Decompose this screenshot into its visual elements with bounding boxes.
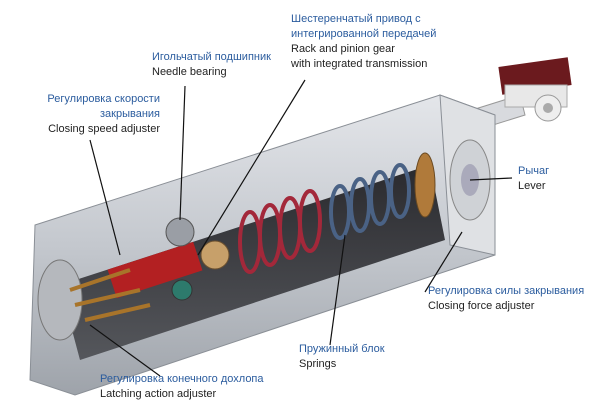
latching-ru: Регулировка конечного дохлопа xyxy=(100,373,264,385)
label-springs: Пружинный блок Springs xyxy=(299,342,385,372)
rack-pinion-en-2: with integrated transmission xyxy=(291,58,428,70)
rack-pinion-ru-2: интегрированной передачей xyxy=(291,28,437,40)
spring-block xyxy=(238,152,436,274)
closing-speed-ru-2: закрывания xyxy=(99,108,160,120)
closing-force-ru: Регулировка силы закрывания xyxy=(428,285,585,297)
adjuster-valves xyxy=(69,268,151,322)
label-needle-bearing: Игольчатый подшипник Needle bearing xyxy=(152,50,271,80)
rack-pinion-en-1: Rack and pinion gear xyxy=(291,43,395,55)
closing-speed-ru-1: Регулировка скорости xyxy=(47,93,160,105)
closing-speed-en: Closing speed adjuster xyxy=(48,123,160,135)
label-closing-force-adjuster: Регулировка силы закрывания Closing forc… xyxy=(428,284,584,314)
label-rack-pinion-gear: Шестеренчатый привод с интегрированной п… xyxy=(291,12,436,72)
rack-pinion-gear xyxy=(107,217,230,301)
lever-ru: Рычаг xyxy=(518,165,550,177)
rack-pinion-ru-1: Шестеренчатый привод с xyxy=(291,13,421,25)
leader-lines xyxy=(89,79,513,377)
needle-bearing-en: Needle bearing xyxy=(152,66,227,78)
closing-force-en: Closing force adjuster xyxy=(428,300,535,312)
needle-bearing-ru: Игольчатый подшипник xyxy=(152,51,271,63)
lever-en: Lever xyxy=(518,180,546,192)
latching-en: Latching action adjuster xyxy=(100,388,217,400)
springs-ru: Пружинный блок xyxy=(299,343,385,355)
label-latching-action-adjuster: Регулировка конечного дохлопа Latching a… xyxy=(100,372,264,402)
label-closing-speed-adjuster: Регулировка скорости закрывания Closing … xyxy=(47,92,160,137)
label-lever: Рычаг Lever xyxy=(518,164,549,194)
springs-en: Springs xyxy=(299,358,337,370)
